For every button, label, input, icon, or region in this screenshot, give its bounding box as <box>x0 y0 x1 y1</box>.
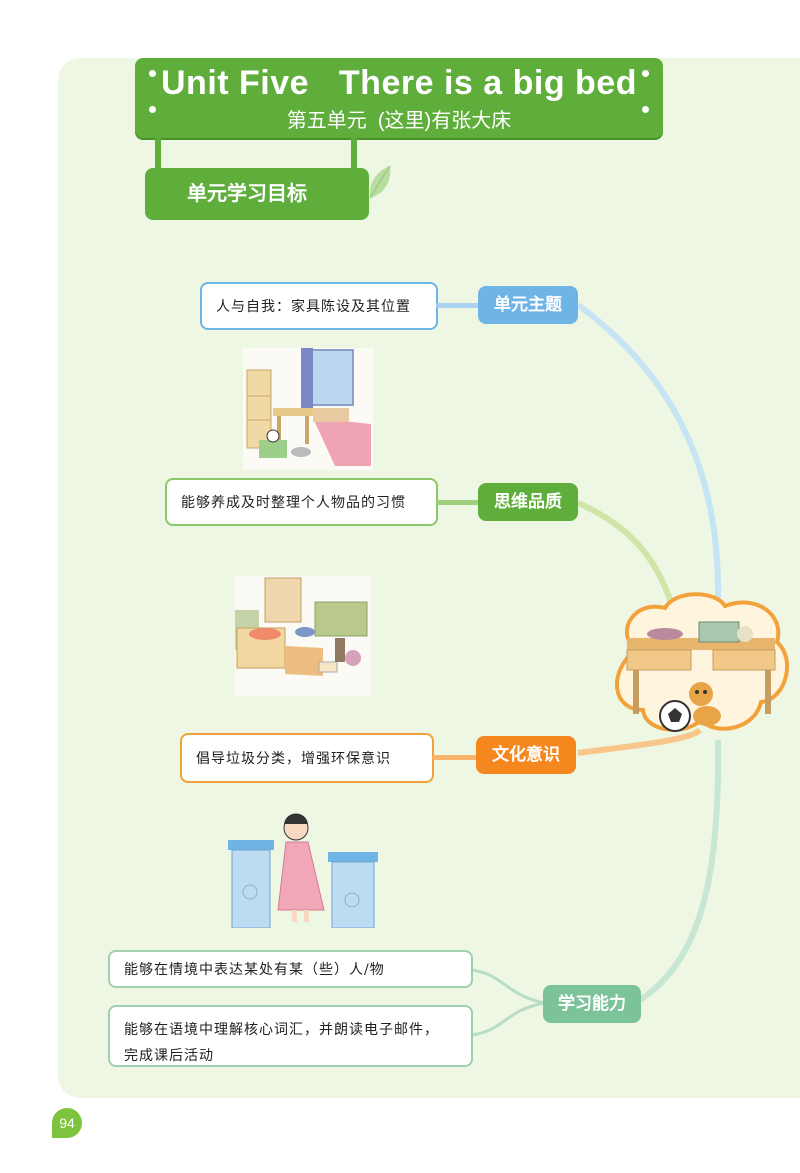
category-theme-tag: 单元主题 <box>478 286 578 324</box>
connector-culture <box>432 755 478 760</box>
goal-theme-text: 人与自我：家具陈设及其位置 <box>200 282 438 330</box>
category-ability-tag: 学习能力 <box>543 985 641 1023</box>
unit-title: Unit Five There is a big bed <box>161 64 637 102</box>
banner-hanger-left <box>155 136 161 170</box>
banner-hanger-right <box>351 136 357 170</box>
recycling-girl-image <box>228 813 378 928</box>
goal-ability-text-2-line1: 能够在语境中理解核心词汇，并朗读电子邮件， <box>124 1022 439 1038</box>
connector-theme <box>436 303 480 308</box>
connector-thinking <box>436 500 480 505</box>
leaf-icon <box>369 165 391 199</box>
tidy-bedroom-image <box>243 348 373 470</box>
goal-ability-text-1: 能够在情境中表达某处有某（些）人/物 <box>108 950 473 988</box>
goal-thinking-text: 能够养成及时整理个人物品的习惯 <box>165 478 438 526</box>
goal-ability-text-2-line2: 完成课后活动 <box>124 1048 214 1064</box>
page-number: 94 <box>52 1108 82 1138</box>
category-culture-tag: 文化意识 <box>476 736 576 774</box>
unit-subtitle: 第五单元 (这里)有张大床 <box>286 110 512 132</box>
goal-ability-text-2: 能够在语境中理解核心词汇，并朗读电子邮件， 完成课后活动 <box>108 1005 473 1067</box>
messy-bedroom-image <box>235 576 371 696</box>
unit-goals-label: 单元学习目标 <box>145 168 369 220</box>
title-banner: Unit Five There is a big bed 第五单元 (这里)有张… <box>135 58 663 138</box>
goal-culture-text: 倡导垃圾分类，增强环保意识 <box>180 733 434 783</box>
page-background <box>58 58 800 1098</box>
messy-desk-dog-image <box>614 592 789 732</box>
category-thinking-tag: 思维品质 <box>478 483 578 521</box>
